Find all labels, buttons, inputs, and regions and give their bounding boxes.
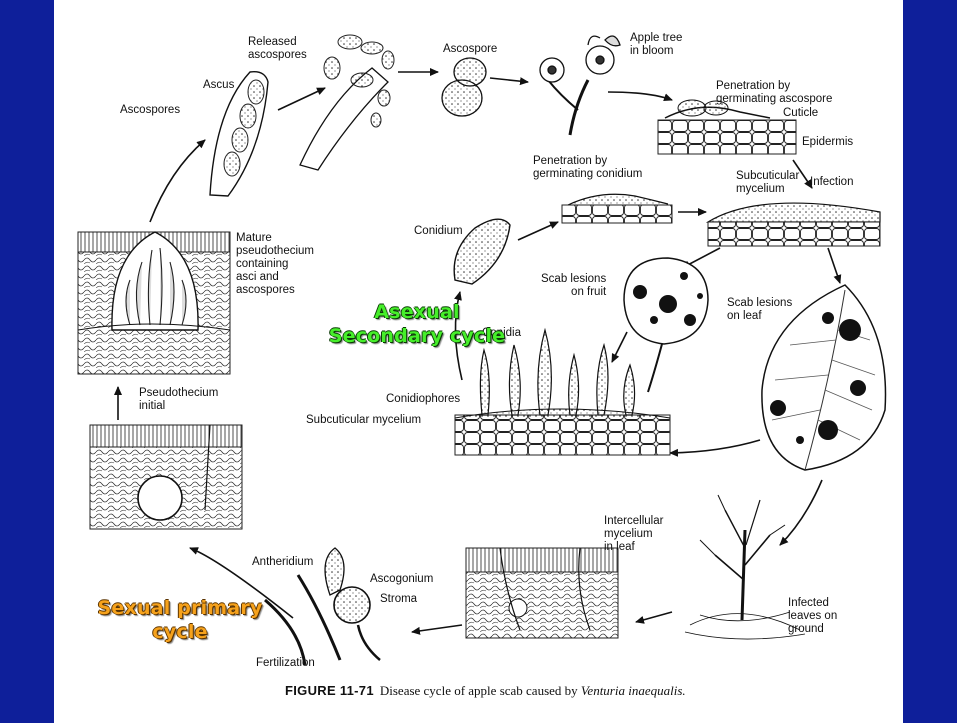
label-ascospore: Ascospore [443, 43, 497, 56]
asexual-cycle-line1: Asexual [312, 300, 522, 324]
arrow-leaf-to-ground [780, 480, 822, 545]
label-mature-pseudothecium: Mature pseudothecium containing asci and… [236, 232, 314, 297]
arrow-ascospore-to-tree [490, 78, 528, 82]
epidermis-penetration-drawing [658, 100, 796, 154]
scab-fruit-drawing [624, 258, 708, 392]
label-conidium: Conidium [414, 225, 463, 238]
arrow-infection-to-leaf [828, 248, 840, 283]
caption-species: Venturia inaequalis. [581, 683, 686, 698]
label-penetration-conidium: Penetration by germinating conidium [533, 155, 642, 181]
label-intercellular-mycelium: Intercellular mycelium in leaf [604, 515, 663, 554]
mature-pseudothecium-drawing [78, 232, 230, 374]
label-penetration-ascospore: Penetration by germinating ascospore [716, 80, 832, 106]
arrow-intercellular-to-ascogonium [412, 625, 462, 632]
intercellular-mycelium-drawing [466, 548, 618, 638]
label-subcuticular-mycelium-bottom: Subcuticular mycelium [306, 414, 421, 427]
conidium-penetration-drawing [562, 194, 672, 223]
label-infection: Infection [810, 176, 853, 189]
arrow-ascus-to-released [278, 88, 325, 110]
ascospore-drawing [442, 58, 486, 116]
label-ascus: Ascus [203, 79, 234, 92]
caption-text: Disease cycle of apple scab caused by [380, 683, 581, 698]
pseudothecium-initial-drawing [90, 425, 242, 529]
label-stroma: Stroma [380, 593, 417, 606]
released-ascospores-drawing [300, 35, 394, 170]
label-apple-tree: Apple tree in bloom [630, 32, 682, 58]
arrow-fruit-to-conidia [612, 332, 627, 362]
arrow-conidium-to-penetration [518, 222, 558, 240]
label-cuticle: Cuticle [783, 107, 818, 120]
label-released-ascospores: Released ascospores [248, 36, 307, 62]
label-fertilization: Fertilization [256, 657, 315, 670]
label-infected-leaves: Infected leaves on ground [788, 597, 837, 636]
label-ascospores: Ascospores [120, 104, 180, 117]
arrow-pseudothecium-to-ascus [150, 140, 205, 222]
asexual-cycle-title: Asexual Secondary cycle [312, 300, 522, 348]
label-conidiophores: Conidiophores [386, 393, 460, 406]
apple-blossom-drawing [540, 36, 620, 135]
arrow-tree-to-penetration [608, 92, 672, 100]
label-ascogonium: Ascogonium [370, 573, 433, 586]
label-pseudothecium-initial: Pseudothecium initial [139, 387, 218, 413]
sexual-cycle-line1: Sexual primary [80, 596, 280, 620]
figure-number: FIGURE 11-71 [285, 683, 374, 698]
asexual-cycle-line2: Secondary cycle [312, 324, 522, 348]
conidiophores-drawing [455, 330, 670, 455]
label-scab-fruit: Scab lesions on fruit [541, 273, 606, 299]
label-subcuticular-mycelium-top: Subcuticular mycelium [736, 170, 799, 196]
arrow-leaf-to-mycelium [670, 440, 760, 453]
arrow-ground-to-intercellular [636, 612, 672, 622]
label-epidermis: Epidermis [802, 136, 853, 149]
sexual-cycle-line2: cycle [80, 620, 280, 644]
sexual-cycle-title: Sexual primary cycle [80, 596, 280, 644]
label-scab-leaf: Scab lesions on leaf [727, 297, 792, 323]
label-antheridium: Antheridium [252, 556, 313, 569]
bare-tree-drawing [685, 495, 805, 639]
figure-caption: FIGURE 11-71 Disease cycle of apple scab … [285, 683, 686, 699]
infection-drawing [708, 203, 880, 246]
